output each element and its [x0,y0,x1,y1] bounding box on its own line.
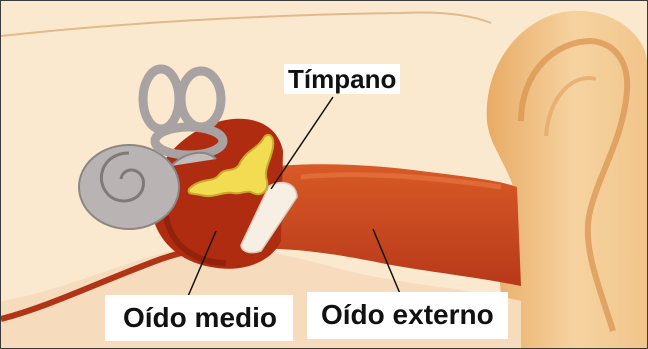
label-timpano: Tímpano [284,64,400,94]
label-oido-externo: Oído externo [307,292,508,339]
head-outline [1,12,491,36]
label-oido-medio: Oído medio [105,295,293,341]
